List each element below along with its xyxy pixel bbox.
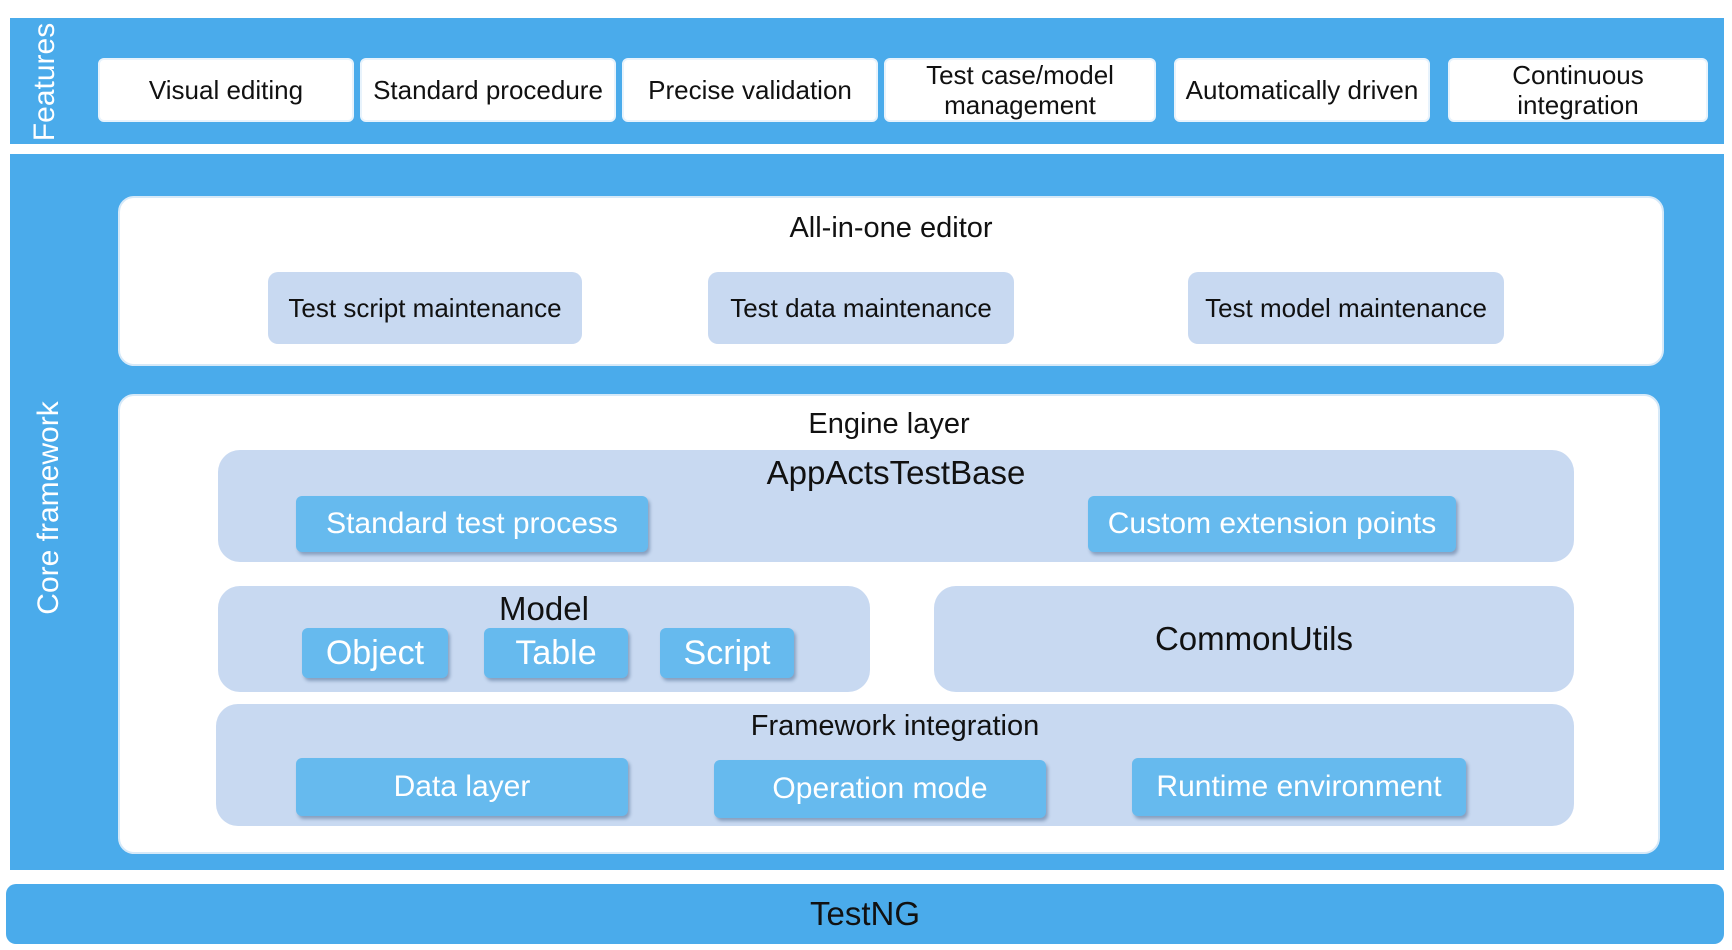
editor-panel: All-in-one editor Test script maintenanc… — [118, 196, 1664, 366]
editor-test-model-maintenance: Test model maintenance — [1188, 272, 1504, 344]
feature-continuous-integration: Continuous integration — [1448, 58, 1708, 122]
engine-title: Engine layer — [808, 408, 970, 440]
core-framework-label: Core framework — [32, 401, 65, 615]
feature-standard-procedure: Standard procedure — [360, 58, 616, 122]
editor-title: All-in-one editor — [789, 212, 993, 244]
model-group: Model Object Table Script — [218, 586, 870, 692]
appactstestbase-title: AppActsTestBase — [766, 454, 1026, 491]
feature-automatically-driven: Automatically driven — [1174, 58, 1430, 122]
editor-test-script-maintenance: Test script maintenance — [268, 272, 582, 344]
chip-operation-mode: Operation mode — [714, 760, 1046, 818]
chip-object: Object — [302, 628, 448, 678]
model-title: Model — [499, 590, 589, 627]
engine-panel: Engine layer AppActsTestBase Standard te… — [118, 394, 1660, 854]
commonutils-group: CommonUtils — [934, 586, 1574, 692]
framework-integration-group: Framework integration Data layer Operati… — [216, 704, 1574, 826]
testng-label: TestNG — [809, 895, 921, 932]
feature-test-case-model-management: Test case/model management — [884, 58, 1156, 122]
chip-data-layer: Data layer — [296, 758, 628, 816]
testng-band: TestNG — [6, 884, 1724, 944]
chip-standard-test-process: Standard test process — [296, 496, 648, 552]
editor-test-data-maintenance: Test data maintenance — [708, 272, 1014, 344]
framework-integration-title: Framework integration — [750, 710, 1040, 742]
chip-table: Table — [484, 628, 628, 678]
chip-script: Script — [660, 628, 794, 678]
chip-runtime-environment: Runtime environment — [1132, 758, 1466, 816]
appactstestbase-group: AppActsTestBase Standard test process Cu… — [218, 450, 1574, 562]
features-label: Features — [28, 22, 61, 142]
chip-custom-extension-points: Custom extension points — [1088, 496, 1456, 552]
feature-precise-validation: Precise validation — [622, 58, 878, 122]
feature-visual-editing: Visual editing — [98, 58, 354, 122]
